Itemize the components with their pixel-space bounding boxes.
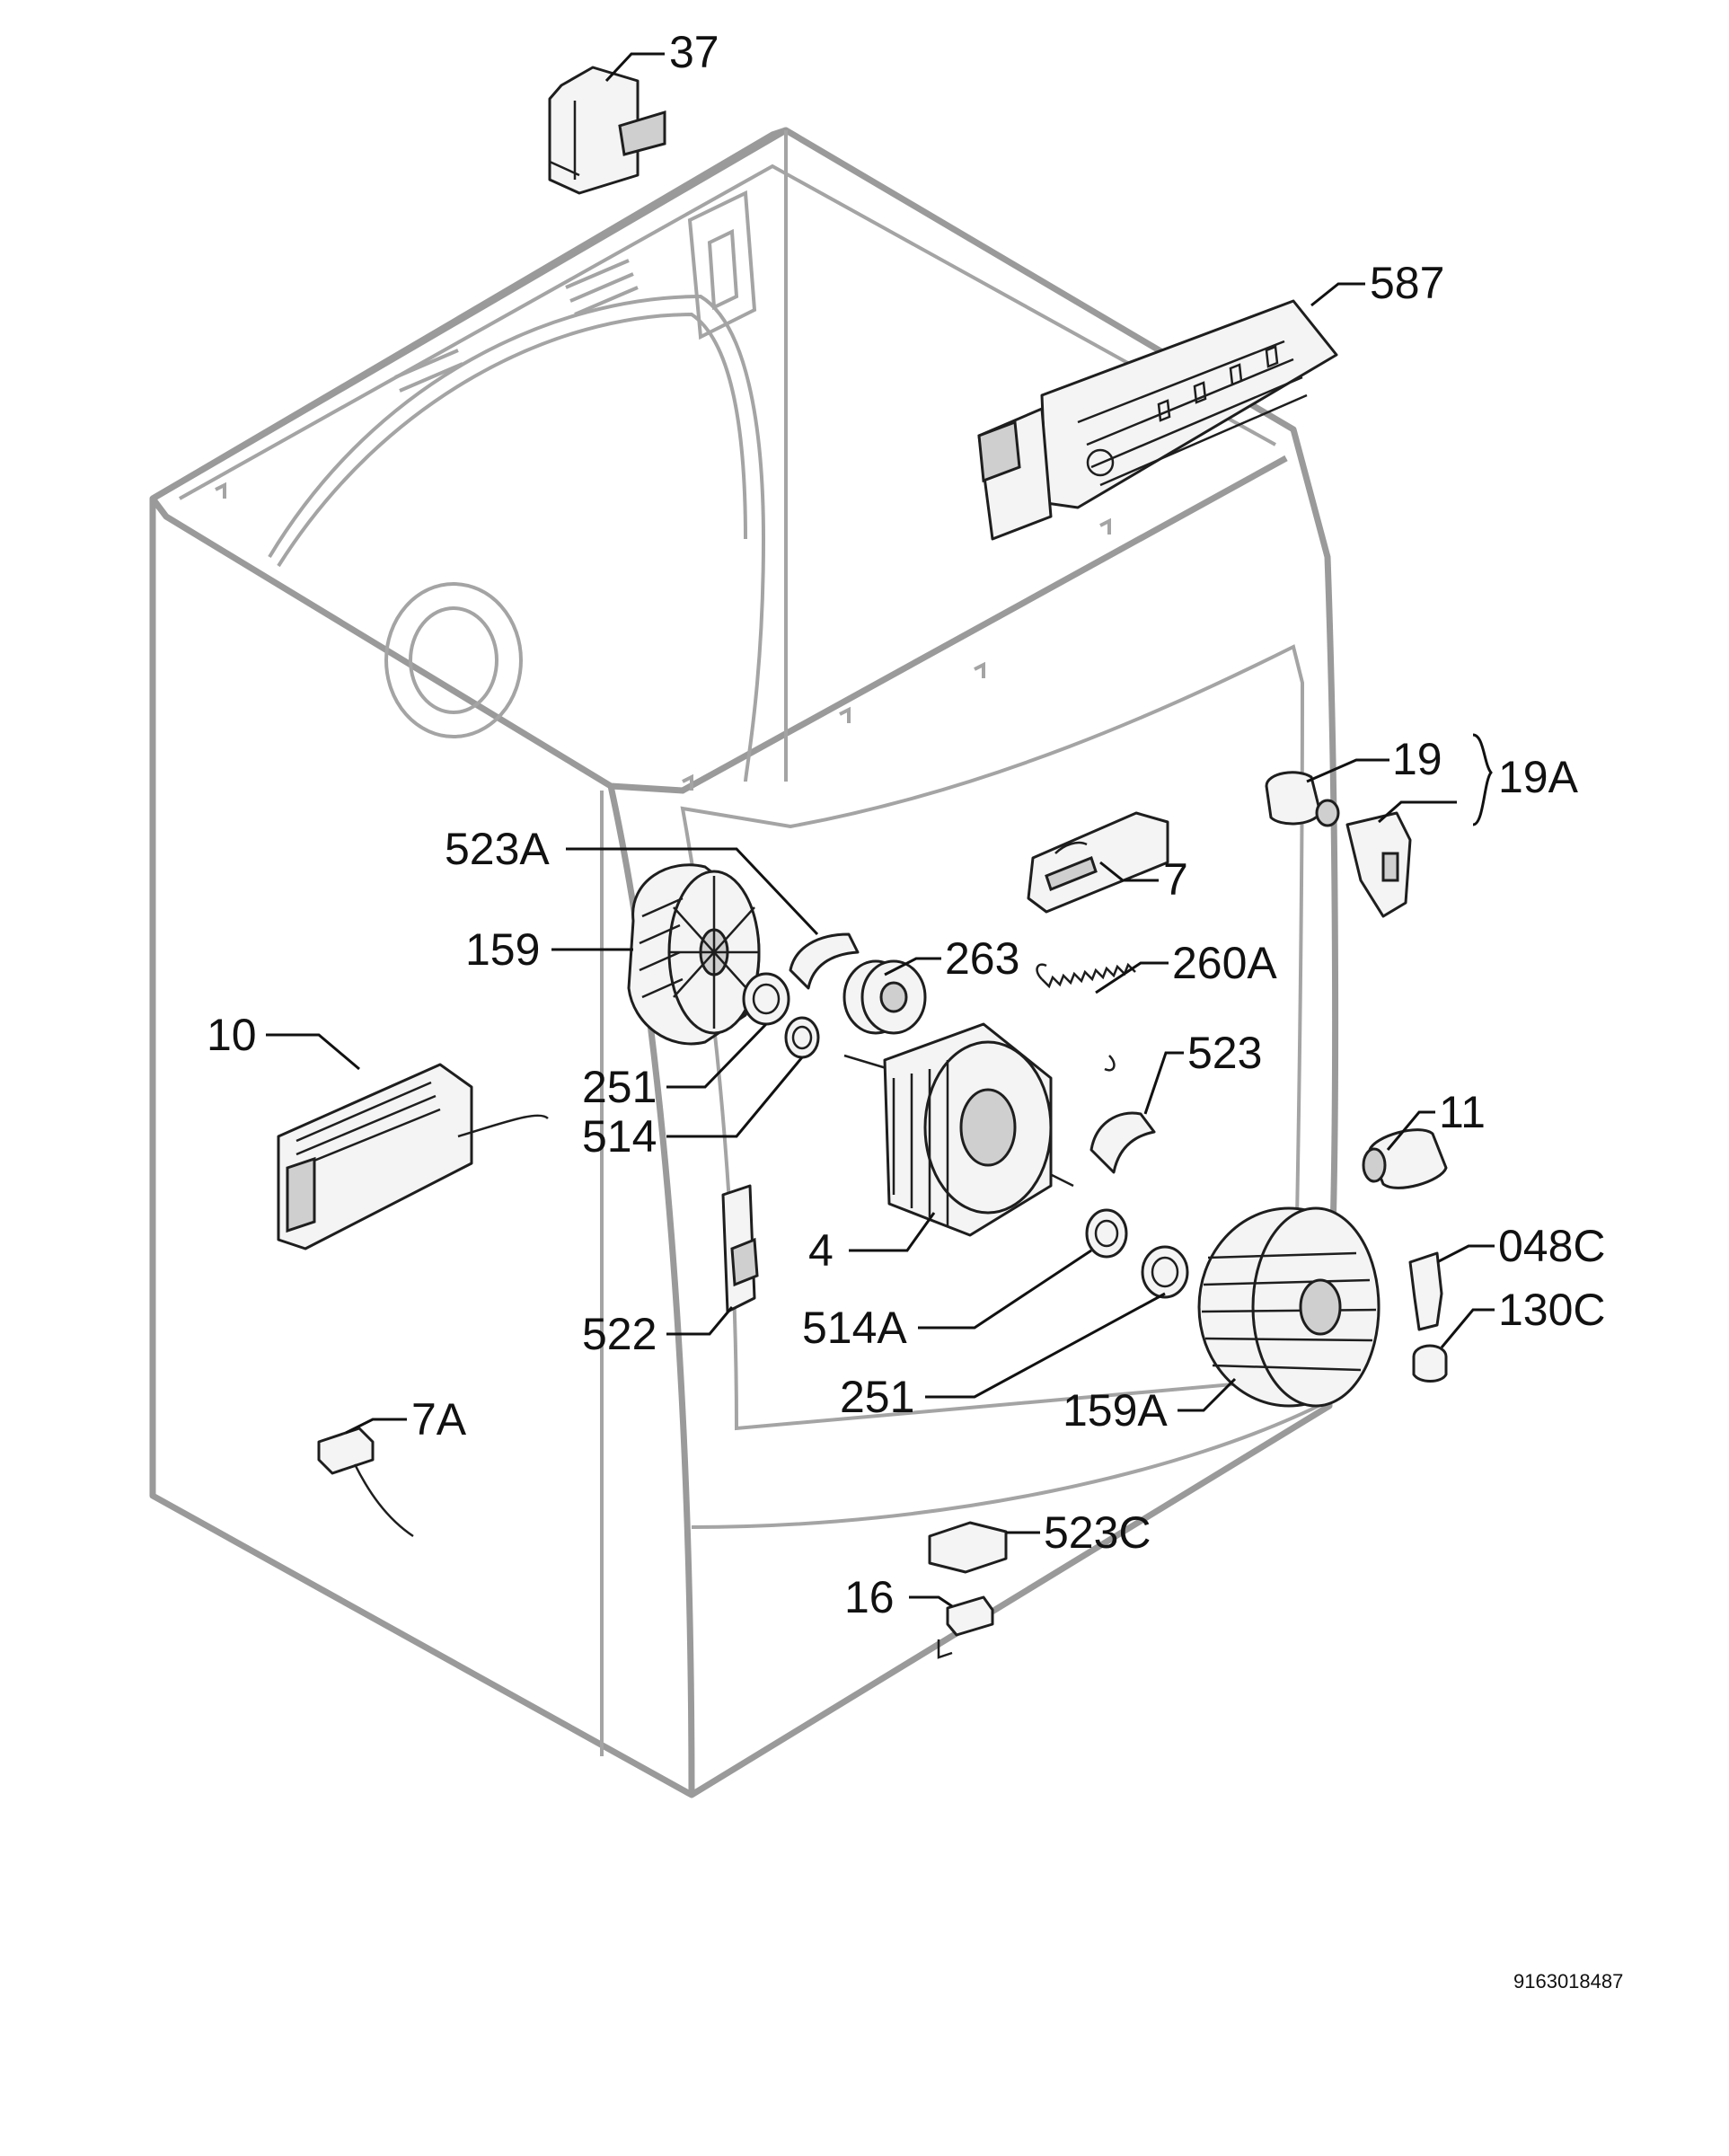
- label-523A: 523A: [445, 824, 550, 874]
- label-37: 37: [669, 27, 719, 77]
- label-11: 11: [1439, 1087, 1486, 1137]
- cabinet-housing: [149, 127, 1339, 1798]
- part-7A-micro-switch: [317, 1427, 414, 1538]
- label-048C: 048C: [1498, 1221, 1606, 1271]
- label-263: 263: [945, 933, 1019, 984]
- label-159A: 159A: [1063, 1385, 1168, 1436]
- part-251-upper-seal: [742, 972, 790, 1026]
- part-4-motor: [843, 1022, 1074, 1237]
- label-514A: 514A: [802, 1303, 907, 1353]
- part-7-door-switch: [1027, 811, 1169, 914]
- part-587-control-board: [977, 299, 1338, 541]
- part-523-bearing-bracket: [1089, 1111, 1156, 1174]
- part-514A-ring: [1085, 1208, 1128, 1259]
- part-11-capacitor: [1362, 1128, 1448, 1189]
- label-523: 523: [1187, 1028, 1262, 1078]
- part-523C-bracket: [928, 1521, 1008, 1574]
- label-4: 4: [808, 1225, 834, 1276]
- part-19-lamp: [1265, 771, 1340, 827]
- part-10-heater: [277, 1063, 549, 1250]
- part-37-lid-switch: [548, 66, 666, 195]
- part-130C-fitting: [1412, 1344, 1448, 1383]
- part-514-upper-ring: [784, 1016, 820, 1059]
- label-260A: 260A: [1172, 938, 1277, 988]
- part-263-motor-pulley: [842, 959, 927, 1035]
- part-523A-bearing-bracket: [789, 932, 860, 990]
- label-7A: 7A: [411, 1394, 467, 1445]
- label-16: 16: [844, 1572, 895, 1622]
- label-522: 522: [582, 1309, 657, 1359]
- part-19A-lamp-socket: [1345, 811, 1412, 918]
- document-number: 9163018487: [1513, 1970, 1623, 1993]
- part-159A-blower-fan: [1197, 1206, 1381, 1408]
- label-19A: 19A: [1498, 752, 1579, 802]
- label-523C: 523C: [1044, 1507, 1151, 1558]
- label-251-lower: 251: [840, 1372, 914, 1422]
- label-7: 7: [1163, 854, 1188, 905]
- label-251-upper: 251: [582, 1062, 657, 1112]
- label-19: 19: [1392, 734, 1442, 784]
- label-10: 10: [207, 1010, 257, 1060]
- label-159: 159: [465, 924, 540, 975]
- leader-lines: [266, 52, 1495, 1608]
- part-048C-fitting: [1408, 1251, 1443, 1331]
- label-587: 587: [1370, 258, 1444, 308]
- part-251-lower-seal: [1141, 1245, 1189, 1299]
- part-labels: 37 587 19 19A 523A 7 159 263 260A 10 251…: [207, 27, 1606, 1622]
- part-260A-tension-spring: [1036, 962, 1136, 1072]
- part-159-pulley-wheel: [627, 863, 761, 1046]
- label-514-upper: 514: [582, 1111, 657, 1162]
- label-130C: 130C: [1498, 1285, 1606, 1335]
- part-522-door-lock: [721, 1184, 759, 1313]
- part-16-micro-switch: [937, 1595, 994, 1659]
